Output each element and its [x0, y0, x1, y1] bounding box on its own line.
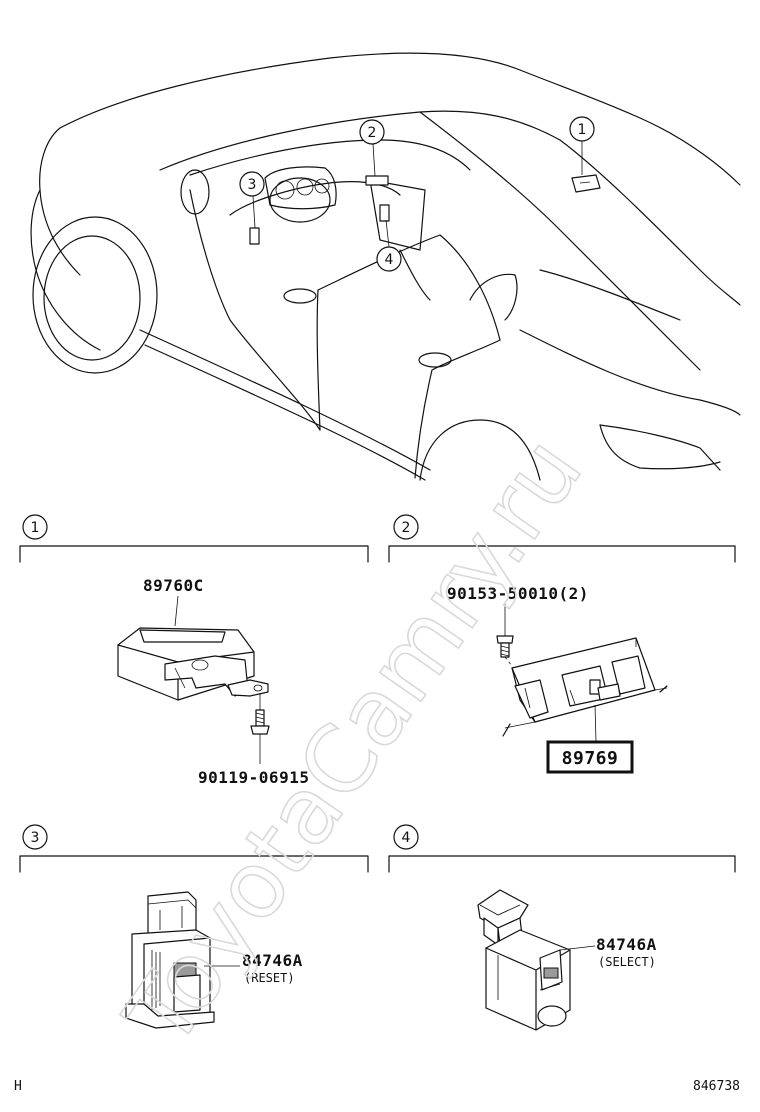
svg-text:4: 4 [385, 252, 394, 268]
reset-switch-illustration [125, 891, 215, 1029]
footer-drawing-number: 846738 [693, 1079, 740, 1094]
vehicle-overview: 1 2 3 4 [30, 52, 741, 481]
switch-label-select: (SELECT) [598, 955, 656, 969]
overview-callout-4: 4 [376, 246, 402, 272]
section-4-badge [393, 824, 419, 850]
section-1-badge [22, 514, 48, 540]
sensor-89760c-illustration [117, 627, 269, 701]
select-switch-illustration [477, 889, 571, 1031]
part-number-84746a-select: 84746A [596, 935, 657, 954]
section-3-badge [22, 824, 48, 850]
part-number-90119-06915: 90119-06915 [198, 768, 309, 787]
section-1: 1 89760C 90119-06915 [19, 514, 369, 787]
switch-label-reset: (RESET) [244, 971, 295, 985]
module-89769-illustration [502, 637, 668, 737]
svg-text:2: 2 [402, 520, 411, 536]
svg-text:2: 2 [368, 125, 377, 141]
footer-left-code: H [14, 1079, 22, 1094]
section-1-bracket [19, 545, 369, 563]
section-3-bracket [19, 855, 369, 873]
svg-text:1: 1 [578, 122, 587, 138]
overview-callout-3: 3 [239, 171, 265, 197]
section-4: 4 84746A (SELECT) [388, 824, 736, 1031]
section-4-bracket [388, 855, 736, 873]
section-2-badge [393, 514, 419, 540]
section-2: 2 90153-50010(2) 89769 [388, 514, 736, 774]
svg-text:1: 1 [31, 520, 40, 536]
bolt-90119-06915-illustration [250, 693, 270, 764]
part-number-90153-50010: 90153-50010(2) [447, 584, 589, 603]
overview-callout-1: 1 [569, 116, 595, 142]
part-number-89760c: 89760C [143, 576, 204, 595]
overview-callout-2: 2 [359, 119, 385, 145]
section-2-bracket [388, 545, 736, 563]
svg-text:3: 3 [248, 177, 257, 193]
svg-text:4: 4 [402, 830, 411, 846]
section-3: 3 84746A (RESET) [19, 824, 369, 1029]
svg-text:3: 3 [31, 830, 40, 846]
screw-90153-50010-illustration [496, 635, 514, 667]
part-number-89769: 89769 [562, 748, 619, 769]
part-number-84746a-reset: 84746A [242, 951, 303, 970]
part-number-89769-box [546, 740, 634, 774]
